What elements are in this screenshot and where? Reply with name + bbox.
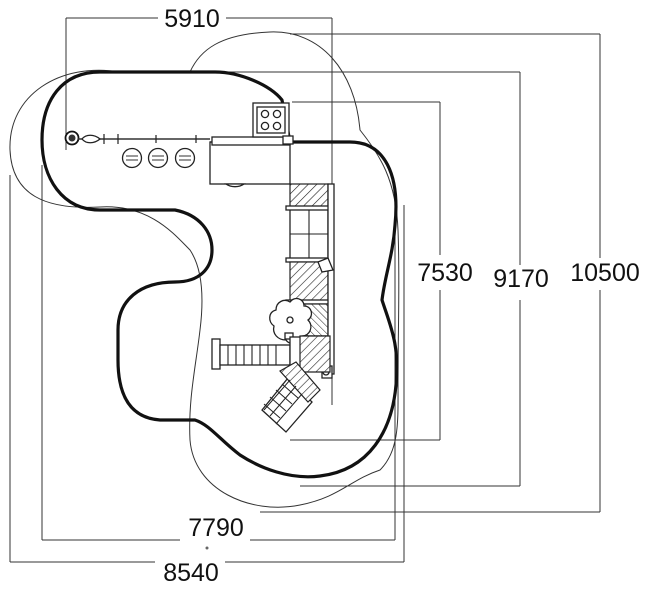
cable-rope: [64, 130, 210, 146]
stepping-circles: [121, 147, 196, 169]
roof-deck: [209, 136, 291, 188]
safety-surface-outline: [40, 70, 399, 479]
horizontal-ladder: [211, 336, 303, 372]
dimension-lines: [9, 17, 601, 563]
dim-label-height-outer: 10500: [570, 259, 640, 287]
main-platform: [299, 335, 331, 373]
play-panel: [252, 102, 294, 145]
safety-zone-outline: [9, 31, 400, 508]
diagonal-net: [261, 361, 321, 433]
dim-label-top: 5910: [164, 5, 220, 33]
dim-label-outer-width: 8540: [163, 559, 219, 587]
dim-label-height-mid: 9170: [493, 265, 549, 293]
dim-label-inner-width: 7790: [188, 514, 244, 542]
marker-dot: [205, 546, 209, 550]
dim-label-height-inner: 7530: [417, 259, 473, 287]
